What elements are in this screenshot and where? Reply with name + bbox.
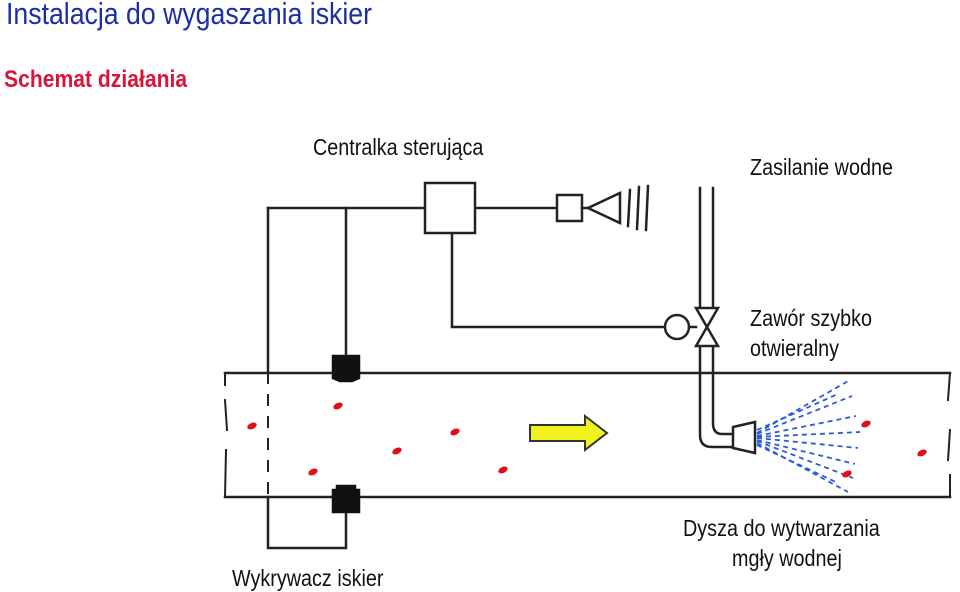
water-mist-spray — [756, 379, 861, 493]
spark — [308, 468, 318, 476]
nozzle-label-line2: mgły wodnej — [732, 545, 842, 571]
valve-icon — [663, 306, 721, 348]
spark — [333, 402, 343, 410]
nozzle-label-line1: Dysza do wytwarzania — [683, 515, 880, 541]
control-unit-box — [423, 181, 477, 235]
spark — [247, 422, 257, 430]
valve-label-line2: otwieralny — [750, 335, 840, 361]
spark — [861, 420, 871, 428]
horn-icon — [555, 184, 650, 232]
spark-detector-icon — [331, 354, 361, 514]
spark — [392, 447, 402, 455]
spark — [450, 428, 460, 436]
control-unit-label: Centralka sterująca — [313, 134, 484, 160]
spark — [498, 466, 508, 474]
flow-arrow-icon — [529, 413, 609, 453]
spark — [842, 470, 852, 478]
water-supply-label: Zasilanie wodne — [750, 154, 893, 180]
page-title: Instalacja do wygaszania iskier — [6, 0, 373, 31]
valve-label-line1: Zawór szybko — [750, 305, 873, 331]
nozzle-icon — [731, 420, 757, 455]
control-wiring — [266, 206, 667, 550]
water-supply-pipe — [698, 186, 735, 449]
detector-label: Wykrywacz iskier — [232, 565, 384, 591]
spark — [917, 449, 927, 457]
sparks — [247, 402, 927, 478]
page-subtitle: Schemat działania — [4, 66, 188, 93]
